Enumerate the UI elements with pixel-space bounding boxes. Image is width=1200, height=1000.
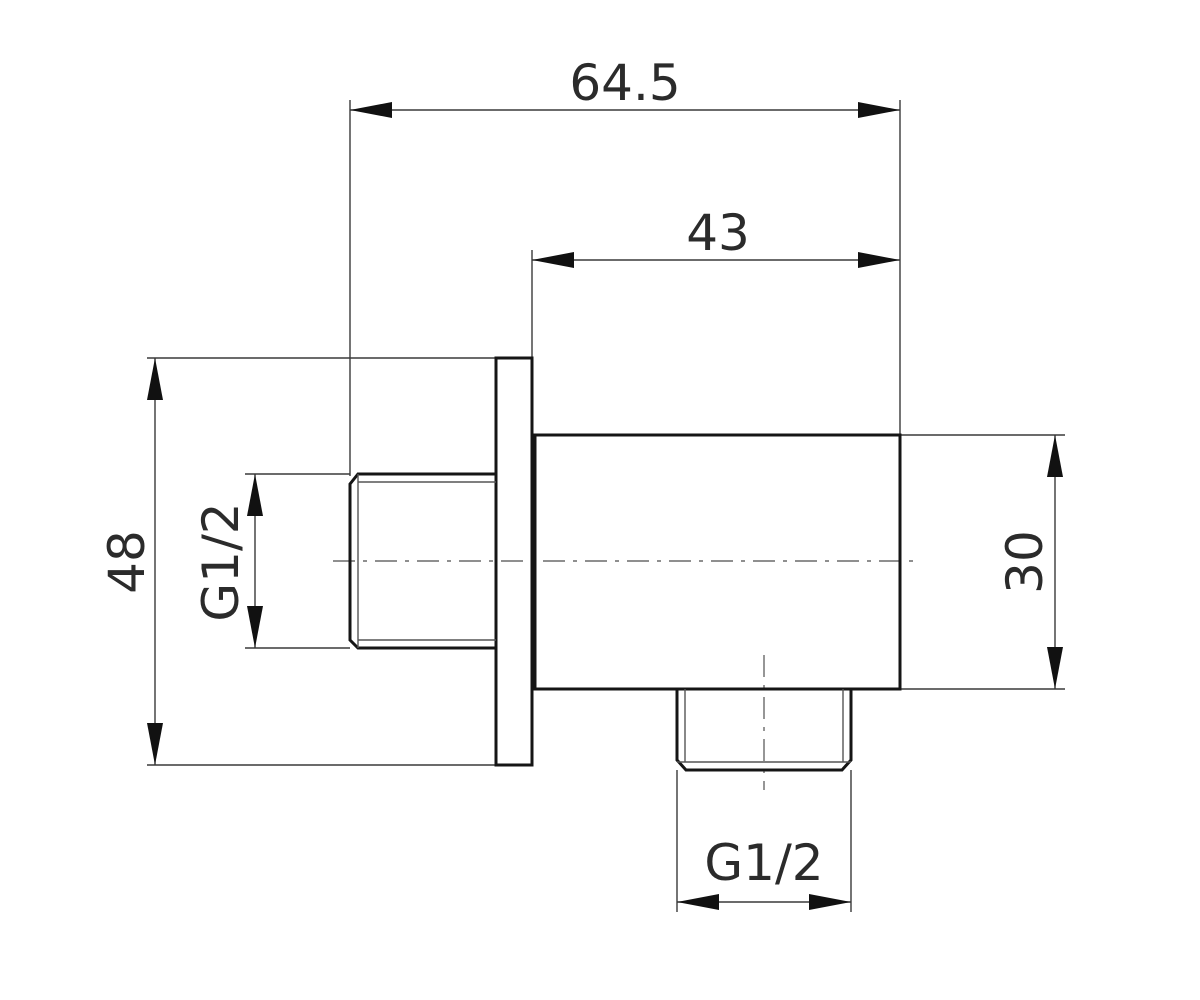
arrow-down-icon: [1047, 647, 1063, 689]
arrow-down-icon: [247, 606, 263, 648]
arrow-down-icon: [147, 723, 163, 765]
arrow-right-icon: [809, 894, 851, 910]
arrow-right-icon: [858, 252, 900, 268]
arrow-up-icon: [247, 474, 263, 516]
dimension-body-height: [1047, 435, 1063, 689]
dimension-body-length: [532, 252, 900, 268]
label-body-height: 30: [996, 530, 1054, 594]
wall-flange: [494, 356, 534, 767]
label-outlet-thread: G1/2: [704, 834, 823, 892]
main-body: [533, 433, 902, 691]
dimension-flange-height: [147, 358, 163, 765]
dimension-overall-length: [350, 102, 900, 118]
label-body-length: 43: [686, 204, 750, 262]
label-flange-height: 48: [98, 530, 156, 594]
dimension-inlet-thread: [247, 474, 263, 648]
arrow-up-icon: [147, 358, 163, 400]
center-lines: [333, 560, 915, 790]
arrow-left-icon: [677, 894, 719, 910]
dimension-outlet-thread: [677, 894, 851, 910]
arrow-right-icon: [858, 102, 900, 118]
arrow-up-icon: [1047, 435, 1063, 477]
part-outline: [348, 356, 902, 772]
inlet-nipple: [348, 472, 496, 650]
arrow-left-icon: [532, 252, 574, 268]
label-overall-length: 64.5: [569, 54, 680, 112]
label-inlet-thread: G1/2: [192, 502, 250, 621]
arrow-left-icon: [350, 102, 392, 118]
extension-lines: [147, 100, 1065, 912]
outlet-nipple: [675, 689, 853, 772]
